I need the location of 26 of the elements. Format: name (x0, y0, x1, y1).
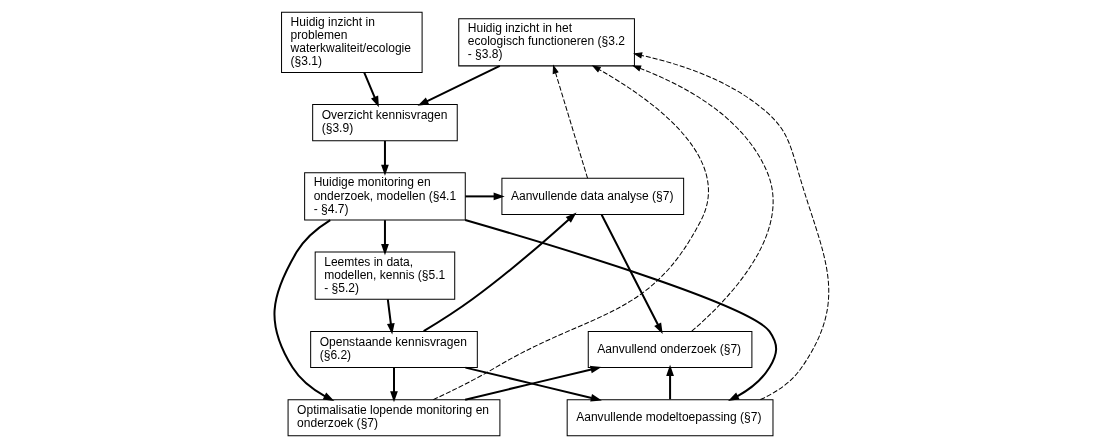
node-box: Aanvullende data analyse (§7) (501, 177, 685, 215)
arrow (363, 72, 379, 108)
arrow (432, 65, 709, 401)
arrow (465, 192, 505, 201)
arrow (390, 367, 398, 403)
arrow (423, 212, 577, 333)
arrow (273, 219, 335, 401)
arrow (381, 141, 389, 176)
arrow (386, 299, 395, 335)
arrow (666, 364, 674, 400)
arrow (634, 52, 830, 401)
node-box: Optimalisatie lopende monitoring en onderzoek (§7) (287, 399, 501, 437)
node-box: Huidig inzicht in problemen waterkwaliteit/ecologie (§3.1) (281, 11, 423, 73)
node-box: Aanvullend onderzoek (§7) (587, 330, 753, 369)
arrow (600, 214, 663, 335)
node-box: Aanvullende modeltoepassing (§7) (566, 399, 774, 437)
arrow (417, 65, 501, 106)
node-box: Overzicht kennisvragen (§3.9) (312, 104, 458, 142)
node-box: Leemtes in data, modellen, kennis (§5.1 - §5.2) (314, 251, 456, 300)
node-box: Huidig inzicht in het ecologisch functioneren (§3.2 - §3.8) (458, 18, 635, 67)
arrow (552, 65, 589, 179)
arrow (464, 219, 778, 401)
arrow (381, 220, 389, 256)
arrow (632, 65, 774, 332)
node-box: Huidige monitoring en onderzoek, modellen (§4.1 - §4.7) (304, 172, 466, 221)
node-box: Openstaande kennisvragen (§6.2) (310, 330, 478, 369)
